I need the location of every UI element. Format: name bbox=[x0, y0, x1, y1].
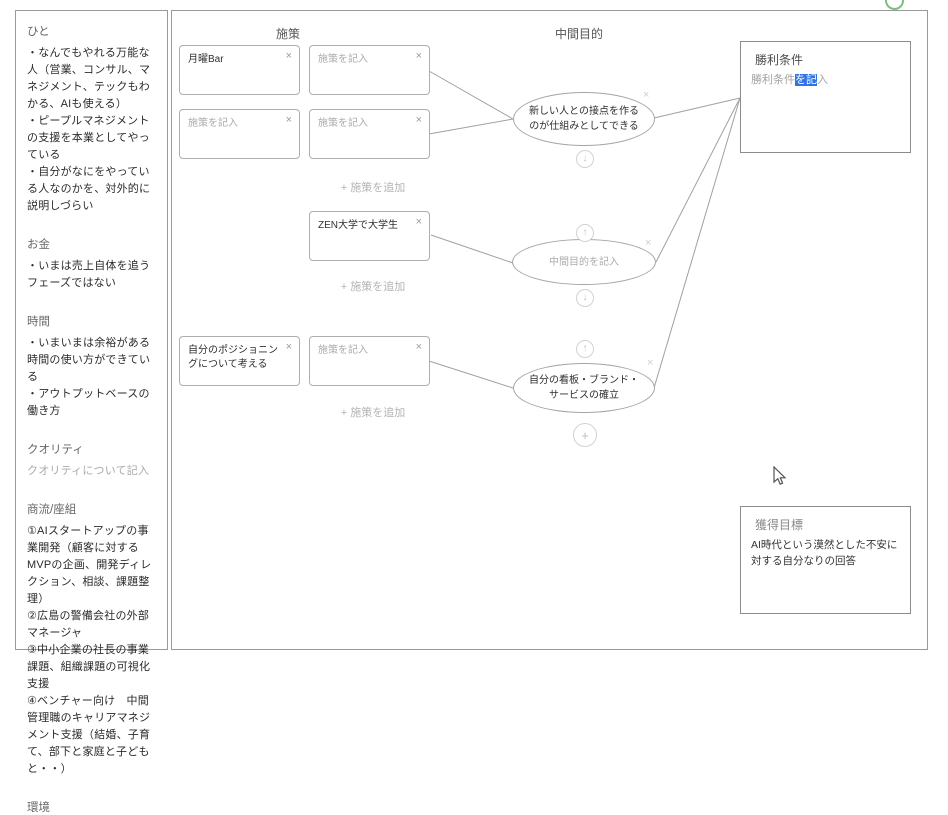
measure-card-empty[interactable]: 施策を記入 × bbox=[309, 336, 430, 386]
measure-placeholder: 施策を記入 bbox=[188, 118, 238, 129]
close-icon[interactable]: × bbox=[285, 341, 292, 353]
win-condition-title: 勝利条件 bbox=[755, 53, 804, 67]
add-goal-button[interactable]: + bbox=[573, 423, 597, 447]
section-title: クオリティ bbox=[27, 444, 84, 456]
section-title: ひと bbox=[27, 26, 50, 38]
measure-placeholder: 施策を記入 bbox=[318, 118, 368, 129]
measure-card-empty[interactable]: 施策を記入 × bbox=[309, 45, 430, 95]
sidebar-section-money: お金 ・いまは売上自体を追うフェーズではない bbox=[27, 236, 156, 292]
section-title: 商流/座組 bbox=[27, 504, 77, 516]
close-icon[interactable]: × bbox=[285, 50, 292, 62]
column-header-goals: 中間目的 bbox=[555, 27, 604, 41]
add-measure-button[interactable]: + 施策を追加 bbox=[340, 281, 406, 293]
arrow-up-icon: ↑ bbox=[582, 343, 588, 354]
selected-text: を記 bbox=[795, 74, 817, 86]
measure-text: 月曜Bar bbox=[188, 54, 224, 65]
move-down-button[interactable]: ↓ bbox=[576, 289, 594, 307]
section-title: 環境 bbox=[27, 802, 50, 814]
mouse-cursor bbox=[773, 466, 787, 486]
close-icon[interactable]: × bbox=[285, 114, 292, 126]
sidebar-section-environment: 環境 bbox=[27, 799, 156, 815]
resources-panel: ひと ・なんでもやれる万能な人（営業、コンサル、マネジメント、テックもわかる、A… bbox=[15, 10, 168, 814]
acquisition-goal-title: 獲得目標 bbox=[755, 518, 804, 532]
diagram-canvas: 施策 中間目的 月曜Bar × 施策を記入 × 施策を記入 × 施策を記入 × … bbox=[171, 10, 928, 650]
sidebar-section-quality: クオリティ クオリティについて記入 bbox=[27, 441, 156, 480]
section-title: お金 bbox=[27, 239, 50, 251]
status-dot-icon bbox=[885, 0, 904, 10]
acquisition-goal-input[interactable]: AI時代という漠然とした不安に対する自分なりの回答 bbox=[751, 539, 898, 567]
section-text-field[interactable]: ・なんでもやれる万能な人（営業、コンサル、マネジメント、テックもわかる、AIも使… bbox=[27, 47, 151, 212]
measure-card-empty[interactable]: 施策を記入 × bbox=[309, 109, 430, 159]
section-text-field[interactable]: ①AIスタートアップの事業開発（顧客に対するMVPの企画、開発ディレクション、相… bbox=[27, 525, 152, 775]
close-icon[interactable]: × bbox=[643, 89, 650, 101]
close-icon[interactable]: × bbox=[645, 237, 652, 249]
measure-card-empty[interactable]: 施策を記入 × bbox=[179, 109, 300, 159]
goal-node-empty[interactable]: 中間目的を記入 bbox=[512, 239, 656, 285]
close-icon[interactable]: × bbox=[415, 114, 422, 126]
goal-node-new-contacts[interactable]: 新しい人との接点を作るのが仕組みとしてできる bbox=[513, 92, 655, 146]
measure-text: ZEN大学で大学生 bbox=[318, 220, 398, 231]
move-down-button[interactable]: ↓ bbox=[576, 150, 594, 168]
measure-card-monday-bar[interactable]: 月曜Bar × bbox=[179, 45, 300, 95]
measure-placeholder: 施策を記入 bbox=[318, 54, 368, 65]
sidebar-section-business: 商流/座組 ①AIスタートアップの事業開発（顧客に対するMVPの企画、開発ディレ… bbox=[27, 501, 156, 778]
acquisition-goal-box[interactable]: 獲得目標 AI時代という漠然とした不安に対する自分なりの回答 bbox=[740, 506, 911, 614]
sidebar-section-people: ひと ・なんでもやれる万能な人（営業、コンサル、マネジメント、テックもわかる、A… bbox=[27, 23, 156, 215]
measure-text: 自分のポジショニングについて考える bbox=[188, 345, 278, 370]
section-text-field[interactable]: ・いまは売上自体を追うフェーズではない bbox=[27, 260, 151, 289]
win-condition-input[interactable]: 勝利条件を記入 bbox=[751, 72, 900, 88]
move-up-button[interactable]: ↑ bbox=[576, 224, 594, 242]
close-icon[interactable]: × bbox=[415, 341, 422, 353]
placeholder-text: 入 bbox=[817, 74, 828, 86]
section-text-field[interactable]: クオリティについて記入 bbox=[27, 465, 150, 477]
add-measure-button[interactable]: + 施策を追加 bbox=[340, 182, 406, 194]
section-title: 時間 bbox=[27, 316, 50, 328]
arrow-down-icon: ↓ bbox=[582, 292, 588, 303]
close-icon[interactable]: × bbox=[415, 216, 422, 228]
column-header-measures: 施策 bbox=[276, 27, 301, 41]
win-condition-box[interactable]: 勝利条件 勝利条件を記入 bbox=[740, 41, 911, 153]
arrow-up-icon: ↑ bbox=[582, 227, 588, 238]
plus-icon: + bbox=[581, 427, 589, 443]
sidebar-section-time: 時間 ・いまいまは余裕がある時間の使い方ができている ・アウトプットベースの働き… bbox=[27, 313, 156, 420]
measure-placeholder: 施策を記入 bbox=[318, 345, 368, 356]
close-icon[interactable]: × bbox=[415, 50, 422, 62]
move-up-button[interactable]: ↑ bbox=[576, 340, 594, 358]
goal-node-personal-brand[interactable]: 自分の看板・ブランド・サービスの確立 bbox=[513, 363, 655, 413]
arrow-down-icon: ↓ bbox=[582, 153, 588, 164]
placeholder-text: 勝利条件 bbox=[751, 74, 795, 86]
measure-card-zen[interactable]: ZEN大学で大学生 × bbox=[309, 211, 430, 261]
add-measure-button[interactable]: + 施策を追加 bbox=[340, 407, 406, 419]
close-icon[interactable]: × bbox=[647, 357, 654, 369]
section-text-field[interactable]: ・いまいまは余裕がある時間の使い方ができている ・アウトプットベースの働き方 bbox=[27, 337, 151, 417]
measure-card-positioning[interactable]: 自分のポジショニングについて考える × bbox=[179, 336, 300, 386]
